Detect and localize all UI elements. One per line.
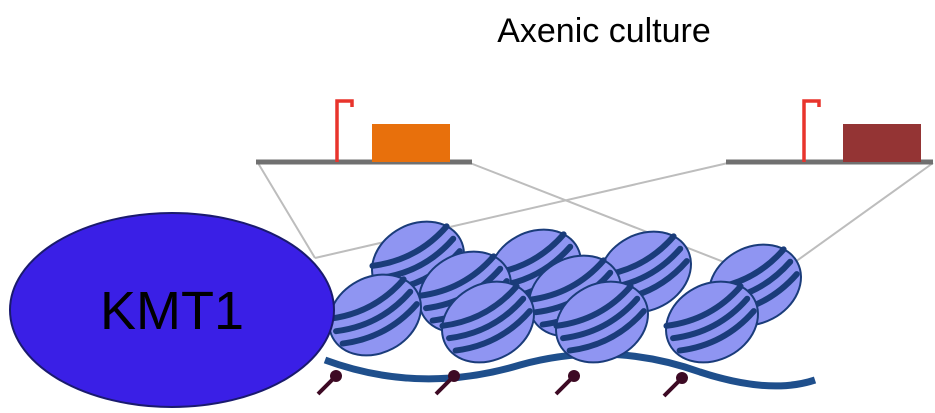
- kmt1-ellipse: [9, 212, 335, 408]
- dna-wrap-band: [339, 301, 420, 347]
- gene-left-box: [372, 124, 450, 162]
- diagram-title: Axenic culture: [497, 12, 711, 50]
- dna-wrap-band: [452, 308, 533, 354]
- gene-right-promoter-icon: [802, 99, 821, 162]
- dna-wrap-band: [553, 283, 634, 329]
- zoom-line-left-inner: [469, 162, 771, 281]
- nucleosome-array: [326, 220, 802, 364]
- methyl-mark-group: [316, 370, 688, 398]
- methyl-mark-dot: [448, 370, 460, 382]
- dna-wrap-band: [663, 283, 744, 329]
- nucleosome-core: [555, 280, 649, 364]
- gene-right: [726, 99, 933, 165]
- nucleosome: [326, 273, 422, 357]
- dna-wrap-band: [526, 257, 607, 303]
- methyl-mark-dot: [676, 372, 688, 384]
- nucleosome: [663, 280, 759, 364]
- dna-wrap-band: [416, 253, 497, 299]
- gene-left-promoter-icon: [335, 99, 354, 162]
- nucleosome: [439, 280, 535, 364]
- methyl-mark-dot: [330, 370, 342, 382]
- zoom-line-left-outer: [257, 162, 316, 259]
- nucleosome: [553, 280, 649, 364]
- dna-wrap-band: [439, 283, 520, 329]
- kmt1-enzyme: KMT1: [9, 212, 335, 408]
- chromatin-fiber: [316, 220, 817, 398]
- dna-wrap-band: [566, 308, 647, 354]
- gene-right-box: [843, 124, 921, 162]
- nucleosome-core: [328, 273, 422, 357]
- kmt1-label: KMT1: [100, 281, 244, 341]
- dna-wrap-band: [676, 308, 757, 354]
- dna-wrap-band: [670, 295, 751, 342]
- dna-wrap-band: [560, 295, 641, 342]
- dna-wrap-band: [446, 295, 527, 342]
- gene-left: [256, 99, 472, 165]
- methyl-mark-dot: [568, 370, 580, 382]
- dna-wrap-band: [333, 288, 414, 335]
- nucleosome-core: [441, 280, 535, 364]
- nucleosome-core: [665, 280, 759, 364]
- dna-wrap-band: [326, 276, 407, 322]
- dna-wrap-band: [369, 223, 450, 269]
